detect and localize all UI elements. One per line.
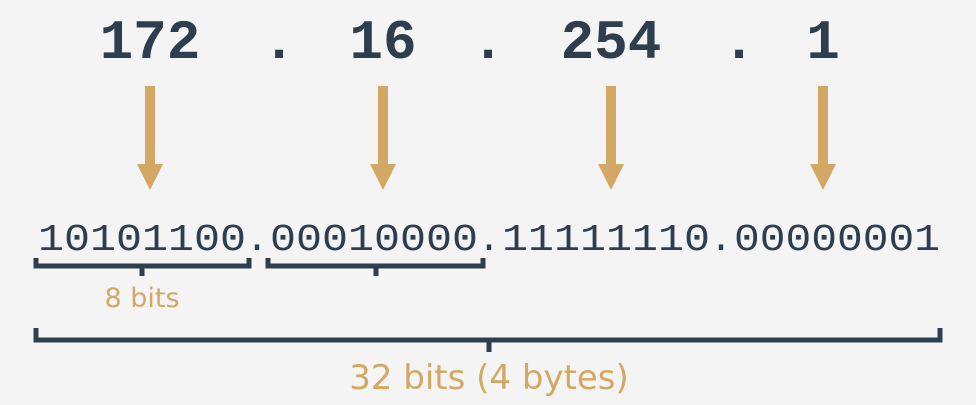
binary-separator-3: . bbox=[710, 219, 733, 262]
byte-bracket-2 bbox=[265, 258, 486, 276]
decimal-row: 172 . 16 . 254 . 1 bbox=[100, 11, 840, 75]
binary-row: 10101100 . 00010000 . 11111110 . 0000000… bbox=[38, 219, 940, 262]
conversion-arrows bbox=[137, 86, 836, 190]
binary-separator-2: . bbox=[478, 219, 501, 262]
down-arrow-icon-2 bbox=[370, 86, 396, 190]
binary-octet-1: 10101100 bbox=[38, 219, 246, 262]
byte-bracket-1 bbox=[33, 258, 252, 276]
byte-brackets bbox=[33, 258, 486, 276]
decimal-octet-4: 1 bbox=[806, 11, 840, 75]
decimal-separator-2: . bbox=[471, 11, 505, 75]
total-bracket bbox=[33, 328, 943, 352]
decimal-octet-2: 16 bbox=[349, 11, 416, 75]
decimal-octet-3: 254 bbox=[561, 11, 662, 75]
decimal-octet-1: 172 bbox=[100, 11, 201, 75]
total-size-label: 32 bits (4 bytes) bbox=[349, 358, 629, 398]
decimal-separator-1: . bbox=[262, 11, 296, 75]
down-arrow-icon-3 bbox=[598, 86, 624, 190]
binary-separator-1: . bbox=[246, 219, 269, 262]
binary-octet-2: 00010000 bbox=[270, 219, 478, 262]
down-arrow-icon-4 bbox=[810, 86, 836, 190]
binary-octet-3: 11111110 bbox=[502, 219, 710, 262]
down-arrow-icon-1 bbox=[137, 86, 163, 190]
decimal-separator-3: . bbox=[722, 11, 756, 75]
byte-size-label: 8 bits bbox=[104, 283, 179, 314]
binary-octet-4: 00000001 bbox=[734, 219, 940, 262]
